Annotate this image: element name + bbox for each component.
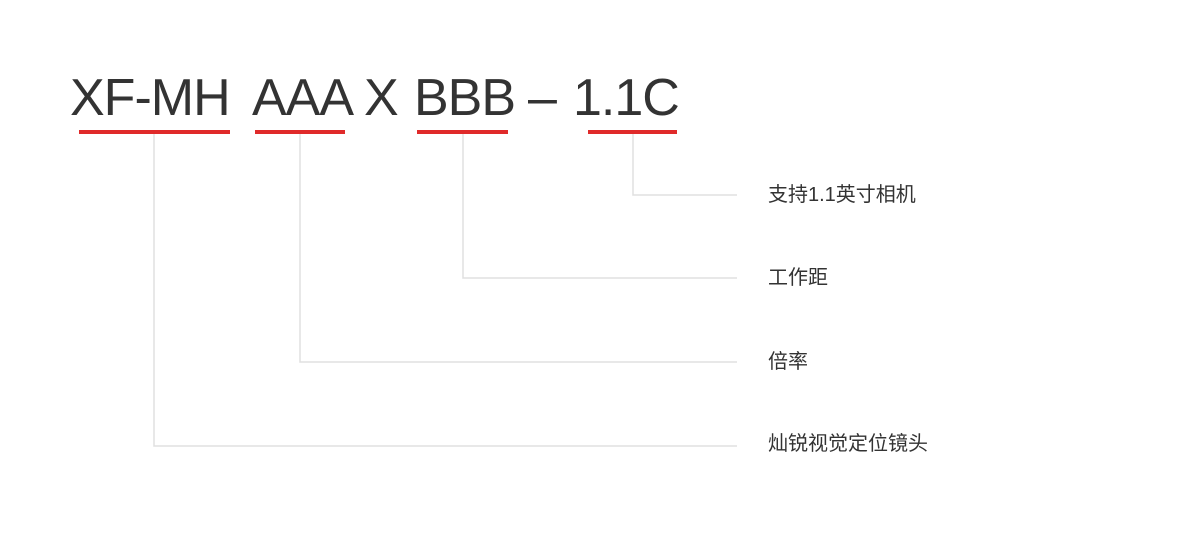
code-segment-series: XF-MH: [70, 69, 231, 127]
connector-series: [153, 134, 737, 447]
code-segment-separator-x: X: [364, 69, 399, 127]
label-working-distance: 工作距: [768, 267, 828, 289]
underline-sensor-size: [588, 130, 677, 134]
code-segment-working-distance: BBB: [414, 69, 516, 127]
label-magnification: 倍率: [768, 351, 808, 373]
underline-magnification: [255, 130, 345, 134]
underline-working-distance: [417, 130, 508, 134]
connector-sensor-size: [632, 134, 737, 196]
label-sensor-size: 支持1.1英寸相机: [768, 184, 916, 206]
code-segment-dash: –: [528, 69, 557, 127]
connector-magnification: [299, 134, 737, 363]
underline-series: [79, 130, 230, 134]
label-series: 灿锐视觉定位镜头: [768, 433, 928, 455]
connector-working-distance: [462, 134, 737, 279]
code-segment-magnification: AAA: [252, 69, 354, 127]
code-segment-sensor-size: 1.1C: [573, 69, 680, 127]
